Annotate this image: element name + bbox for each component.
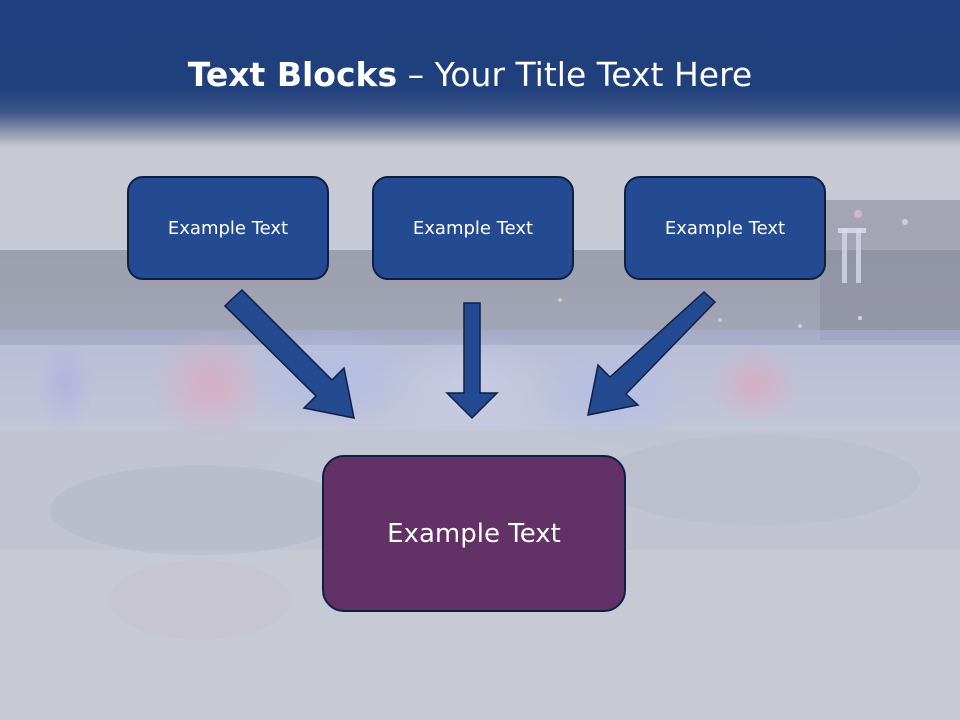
text-block-main[interactable]: Example Text [322, 455, 626, 612]
text-block-center-label: Example Text [412, 217, 534, 239]
slide-title[interactable]: Text Blocks – Your Title Text Here [0, 52, 940, 98]
text-block-left[interactable]: Example Text [127, 176, 329, 280]
title-rest: – Your Title Text Here [397, 55, 753, 94]
text-block-center[interactable]: Example Text [372, 176, 574, 280]
text-block-right[interactable]: Example Text [624, 176, 826, 280]
text-block-main-label: Example Text [387, 518, 561, 549]
title-bar [0, 0, 960, 148]
text-block-left-label: Example Text [167, 217, 289, 239]
text-block-right-label: Example Text [664, 217, 786, 239]
title-bold: Text Blocks [187, 55, 398, 94]
